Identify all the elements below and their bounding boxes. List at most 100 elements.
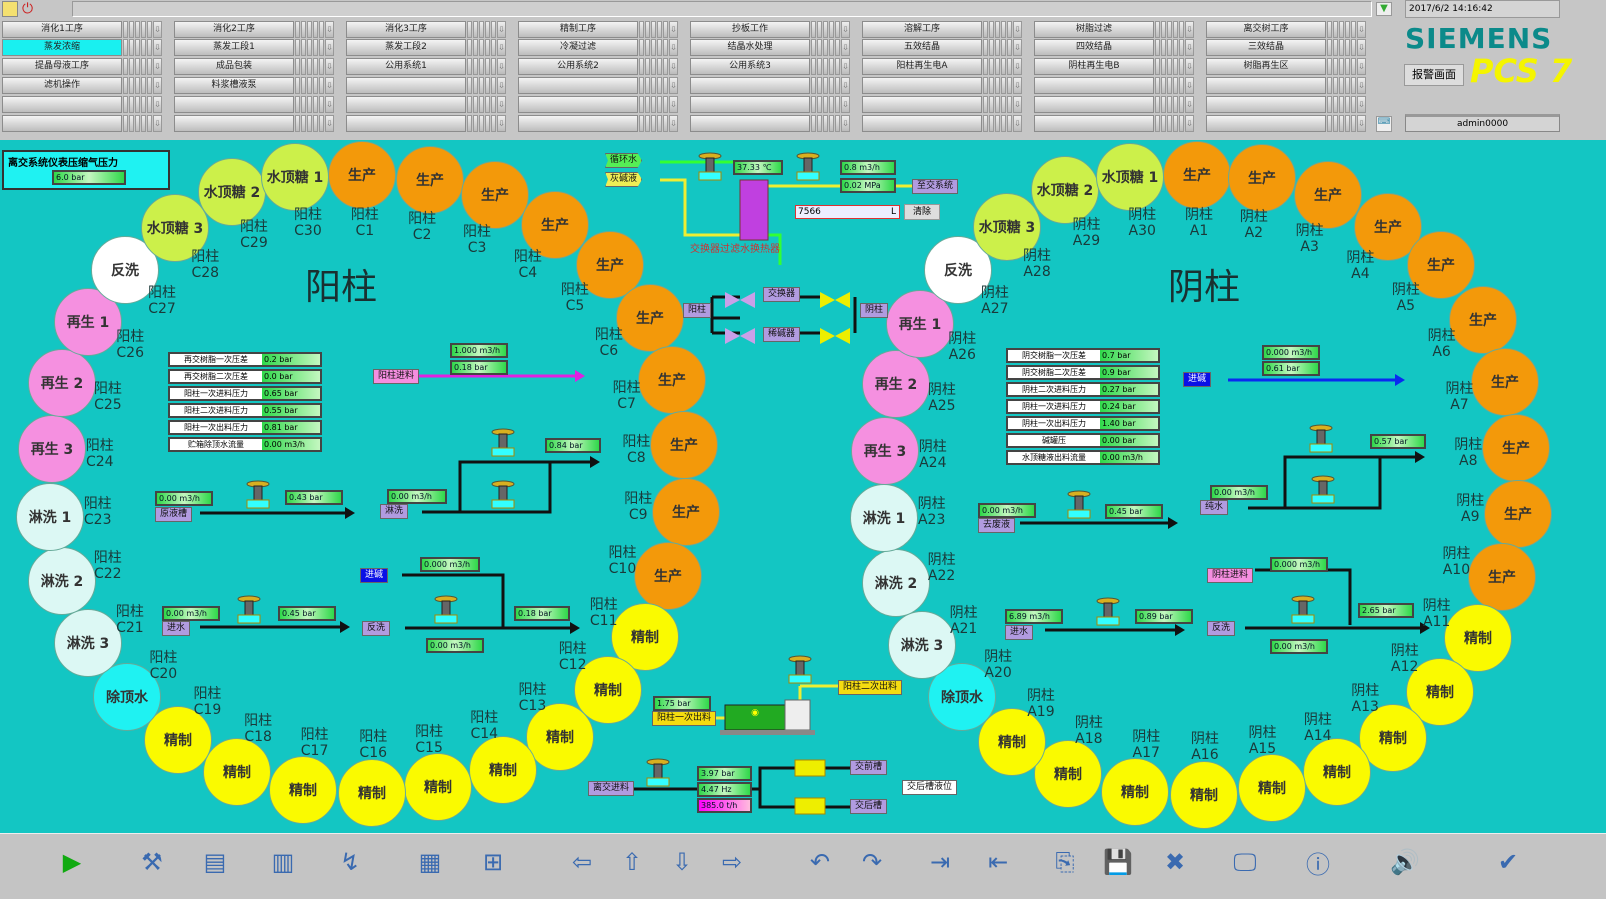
area-button[interactable] bbox=[1034, 96, 1154, 113]
tag-anion-pure-water[interactable]: 纯水 bbox=[1200, 500, 1229, 515]
tag-pre-tank[interactable]: 交前槽 bbox=[850, 760, 888, 775]
tag-cation-port[interactable]: 阳柱 bbox=[683, 303, 712, 318]
area-alarm-icon[interactable]: ⇩ bbox=[1013, 96, 1022, 113]
anion-column-A15[interactable]: 精制 bbox=[1238, 754, 1306, 822]
keyboard-icon[interactable]: ⌨ bbox=[1376, 116, 1392, 132]
area-button[interactable] bbox=[1206, 96, 1326, 113]
cation-column-C8[interactable]: 生产 bbox=[650, 411, 718, 479]
anion-column-A10[interactable]: 生产 bbox=[1468, 543, 1536, 611]
faceplate-icon[interactable]: ▦ bbox=[418, 848, 442, 876]
area-alarm-icon[interactable]: ⇩ bbox=[153, 39, 162, 56]
forward-icon[interactable]: ⇨ bbox=[721, 848, 743, 876]
area-alarm-icon[interactable]: ⇩ bbox=[1013, 21, 1022, 38]
area-alarm-icon[interactable]: ⇩ bbox=[325, 58, 334, 75]
area-alarm-icon[interactable]: ⇩ bbox=[153, 21, 162, 38]
area-button[interactable]: 阳柱再生电A bbox=[862, 58, 982, 75]
area-button[interactable] bbox=[862, 96, 982, 113]
redo-icon[interactable]: ↷ bbox=[861, 848, 883, 876]
horn-icon[interactable]: 🔊 bbox=[1390, 848, 1420, 876]
start-icon[interactable]: ▶ bbox=[62, 848, 82, 876]
area-button[interactable] bbox=[518, 115, 638, 132]
area-button[interactable]: 冷凝过滤 bbox=[518, 39, 638, 56]
area-button[interactable]: 离交树工序 bbox=[1206, 21, 1326, 38]
loop-in-icon[interactable]: ⇥ bbox=[929, 848, 951, 876]
anion-column-A22[interactable]: 淋洗 2 bbox=[862, 549, 930, 617]
area-button[interactable] bbox=[346, 77, 466, 94]
area-alarm-icon[interactable]: ⇩ bbox=[841, 115, 850, 132]
exit-icon[interactable]: ⏻ bbox=[22, 1, 34, 17]
anion-column-A9[interactable]: 生产 bbox=[1484, 480, 1552, 548]
area-alarm-icon[interactable]: ⇩ bbox=[497, 96, 506, 113]
area-button[interactable] bbox=[174, 96, 294, 113]
anion-column-A23[interactable]: 淋洗 1 bbox=[850, 484, 918, 552]
anion-column-A13[interactable]: 精制 bbox=[1359, 704, 1427, 772]
cation-column-C19[interactable]: 精制 bbox=[144, 706, 212, 774]
area-alarm-icon[interactable]: ⇩ bbox=[1013, 115, 1022, 132]
area-alarm-icon[interactable]: ⇩ bbox=[1357, 77, 1366, 94]
valve-icon[interactable] bbox=[697, 152, 723, 182]
anion-column-A19[interactable]: 精制 bbox=[978, 708, 1046, 776]
area-button[interactable]: 蒸发工段1 bbox=[174, 39, 294, 56]
anion-column-A18[interactable]: 精制 bbox=[1034, 740, 1102, 808]
area-button[interactable]: 料浆槽液泵 bbox=[174, 77, 294, 94]
cation-column-C15[interactable]: 精制 bbox=[404, 753, 472, 821]
tag-cation-outlet-1[interactable]: 阳柱一次出料 bbox=[652, 711, 717, 726]
area-button[interactable]: 滤机操作 bbox=[2, 77, 122, 94]
area-button[interactable]: 公用系统2 bbox=[518, 58, 638, 75]
anion-column-A20[interactable]: 除顶水 bbox=[928, 663, 996, 731]
area-alarm-icon[interactable]: ⇩ bbox=[497, 58, 506, 75]
back-icon[interactable]: ⇦ bbox=[571, 848, 593, 876]
cation-column-C1[interactable]: 生产 bbox=[328, 141, 396, 209]
area-button[interactable] bbox=[2, 96, 122, 113]
area-button[interactable] bbox=[1034, 115, 1154, 132]
picture-icon[interactable] bbox=[2, 1, 18, 17]
area-button[interactable] bbox=[2, 115, 122, 132]
area-alarm-icon[interactable]: ⇩ bbox=[1357, 58, 1366, 75]
area-button[interactable]: 消化2工序 bbox=[174, 21, 294, 38]
cation-column-C6[interactable]: 生产 bbox=[616, 284, 684, 352]
area-alarm-icon[interactable]: ⇩ bbox=[669, 39, 678, 56]
cation-column-C10[interactable]: 生产 bbox=[634, 542, 702, 610]
anion-column-A29[interactable]: 水顶糖 2 bbox=[1031, 156, 1099, 224]
area-alarm-icon[interactable]: ⇩ bbox=[1185, 96, 1194, 113]
area-button[interactable] bbox=[174, 115, 294, 132]
info-icon[interactable]: ⓘ bbox=[1306, 850, 1330, 879]
valve-icon[interactable] bbox=[787, 655, 813, 685]
area-button[interactable]: 溶解工序 bbox=[862, 21, 982, 38]
area-alarm-icon[interactable]: ⇩ bbox=[153, 115, 162, 132]
area-alarm-icon[interactable]: ⇩ bbox=[1013, 58, 1022, 75]
valve-icon[interactable] bbox=[1095, 597, 1121, 627]
tag-anion-alkali[interactable]: 进碱 bbox=[1183, 372, 1212, 387]
tag-anion-backwash[interactable]: 反洗 bbox=[1207, 621, 1236, 636]
area-button[interactable]: 树脂过滤 bbox=[1034, 21, 1154, 38]
cation-column-C2[interactable]: 生产 bbox=[396, 146, 464, 214]
tag-cation-rinse[interactable]: 淋洗 bbox=[380, 504, 409, 519]
anion-column-A26[interactable]: 再生 1 bbox=[886, 290, 954, 358]
area-button[interactable]: 三效结晶 bbox=[1206, 39, 1326, 56]
area-button[interactable]: 四效结晶 bbox=[1034, 39, 1154, 56]
area-button[interactable] bbox=[862, 77, 982, 94]
open-icon[interactable]: ⎘ bbox=[1055, 848, 1075, 876]
acknowledge-icon[interactable]: ✔ bbox=[1497, 848, 1519, 876]
area-button[interactable] bbox=[1206, 115, 1326, 132]
area-alarm-icon[interactable]: ⇩ bbox=[1185, 115, 1194, 132]
anion-column-A27[interactable]: 反洗 bbox=[924, 236, 992, 304]
area-button[interactable] bbox=[518, 96, 638, 113]
area-alarm-icon[interactable]: ⇩ bbox=[669, 77, 678, 94]
valve-icon[interactable] bbox=[433, 595, 459, 625]
trend-icon[interactable]: ↯ bbox=[339, 848, 361, 876]
alarm-screen-button[interactable]: 报警画面 bbox=[1404, 64, 1464, 86]
tag-circulating-water[interactable]: 循环水 bbox=[605, 153, 643, 168]
area-button[interactable]: 结晶水处理 bbox=[690, 39, 810, 56]
home-icon[interactable]: ⇧ bbox=[621, 848, 643, 876]
valve-icon[interactable] bbox=[236, 595, 262, 625]
cation-column-C24[interactable]: 再生 3 bbox=[18, 415, 86, 483]
area-alarm-icon[interactable]: ⇩ bbox=[841, 21, 850, 38]
tag-anion-waste[interactable]: 去废液 bbox=[978, 518, 1016, 533]
cation-column-C25[interactable]: 再生 2 bbox=[28, 349, 96, 417]
cation-column-C16[interactable]: 精制 bbox=[338, 759, 406, 827]
area-alarm-icon[interactable]: ⇩ bbox=[1185, 77, 1194, 94]
tag-to-system[interactable]: 至交系统 bbox=[912, 179, 959, 194]
cation-column-C3[interactable]: 生产 bbox=[461, 161, 529, 229]
